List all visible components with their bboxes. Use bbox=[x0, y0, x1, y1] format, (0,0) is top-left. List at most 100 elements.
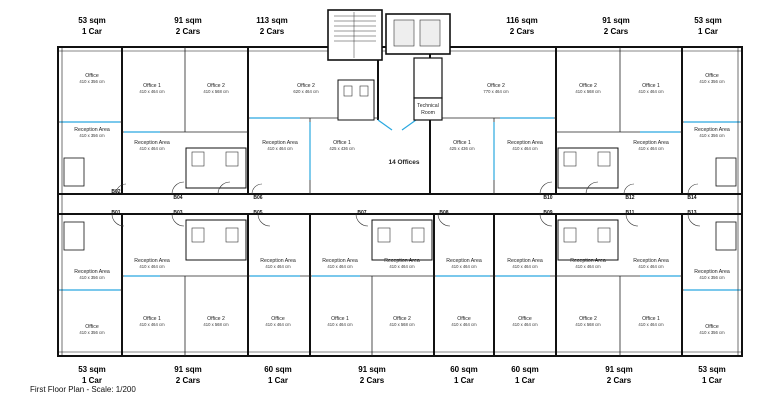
unit-area: 60 sqm bbox=[511, 365, 539, 374]
room-name: Office 2 bbox=[579, 316, 597, 322]
room-name: Office bbox=[271, 316, 285, 322]
room-dim: 410 x 568 cm bbox=[389, 322, 415, 327]
unit-parking: 2 Cars bbox=[607, 376, 632, 385]
room-dim: 410 x 464 cm bbox=[139, 264, 165, 269]
room-dim: 410 x 464 cm bbox=[451, 264, 477, 269]
room-dim: 410 x 464 cm bbox=[638, 146, 664, 151]
room-name: Office 1 bbox=[143, 83, 161, 89]
room-dim: 620 x 464 cm bbox=[293, 89, 319, 94]
door-code: B13 bbox=[687, 210, 696, 216]
room-dim: 410 x 464 cm bbox=[265, 264, 291, 269]
bottom-unit-labels: 53 sqm 1 Car 91 sqm 2 Cars 60 sqm 1 Car … bbox=[78, 365, 726, 385]
door-swings bbox=[111, 181, 701, 227]
stair-well bbox=[327, 9, 383, 61]
unit-parking: 2 Cars bbox=[510, 27, 535, 36]
door-code: B03 bbox=[173, 210, 182, 216]
unit-area: 60 sqm bbox=[450, 365, 478, 374]
door-code: B02 bbox=[111, 189, 120, 195]
room-dim: 410 x 356 cm bbox=[79, 133, 105, 138]
room-name: Reception Area bbox=[507, 140, 543, 146]
glass-partitions bbox=[60, 117, 740, 291]
room-dim: 410 x 464 cm bbox=[139, 146, 165, 151]
unit-parking: 2 Cars bbox=[604, 27, 629, 36]
door-code: B08 bbox=[439, 210, 448, 216]
unit-area: 53 sqm bbox=[698, 365, 726, 374]
unit-area: 116 sqm bbox=[506, 16, 538, 25]
room-name: Reception Area bbox=[633, 258, 669, 264]
room-name: Reception Area bbox=[262, 140, 298, 146]
door-code: B01 bbox=[111, 210, 120, 216]
room-dim: 410 x 464 cm bbox=[512, 264, 538, 269]
room-name: Reception Area bbox=[694, 269, 730, 275]
room-name: Office bbox=[705, 73, 719, 79]
technical-room-label-1: Technical bbox=[417, 103, 439, 109]
room-dim: 410 x 356 cm bbox=[699, 133, 725, 138]
unit-area: 91 sqm bbox=[174, 16, 202, 25]
room-dim: 410 x 356 cm bbox=[699, 79, 725, 84]
top-partitions bbox=[58, 47, 742, 194]
core-wc bbox=[337, 79, 375, 121]
toilet-pods bbox=[63, 147, 737, 261]
unit-parking: 1 Car bbox=[454, 376, 474, 385]
room-name: Office 1 bbox=[331, 316, 349, 322]
room-dim: 410 x 464 cm bbox=[139, 89, 165, 94]
room-name: Office 2 bbox=[297, 83, 315, 89]
room-name: Reception Area bbox=[322, 258, 358, 264]
room-name: Office 1 bbox=[333, 140, 351, 146]
top-unit-labels: 53 sqm 1 Car 91 sqm 2 Cars 113 sqm 2 Car… bbox=[78, 16, 722, 36]
door-code: B05 bbox=[253, 210, 262, 216]
walls bbox=[57, 46, 743, 357]
door-code: B11 bbox=[626, 210, 635, 216]
room-name: Reception Area bbox=[384, 258, 420, 264]
room-name: Reception Area bbox=[134, 258, 170, 264]
room-name: Reception Area bbox=[260, 258, 296, 264]
room-dim: 410 x 568 cm bbox=[203, 89, 229, 94]
unit-parking: 2 Cars bbox=[260, 27, 285, 36]
unit-parking: 1 Car bbox=[82, 376, 102, 385]
room-dim: 410 x 464 cm bbox=[139, 322, 165, 327]
room-name: Office bbox=[518, 316, 532, 322]
room-name: Office 2 bbox=[207, 316, 225, 322]
hall-label: 14 Offices bbox=[388, 159, 419, 166]
unit-area: 91 sqm bbox=[174, 365, 202, 374]
unit-parking: 2 Cars bbox=[176, 27, 201, 36]
room-dim: 410 x 464 cm bbox=[327, 264, 353, 269]
room-dim: 410 x 464 cm bbox=[265, 322, 291, 327]
door-code: B10 bbox=[543, 195, 552, 201]
door-codes-upper: B02 B04 B06 B10 B12 B14 bbox=[111, 189, 696, 201]
unit-area: 91 sqm bbox=[602, 16, 630, 25]
unit-parking: 1 Car bbox=[82, 27, 102, 36]
door-code: B12 bbox=[625, 195, 634, 201]
room-dim: 425 x 436 cm bbox=[449, 146, 475, 151]
room-dim: 410 x 356 cm bbox=[79, 330, 105, 335]
room-dim: 410 x 464 cm bbox=[512, 146, 538, 151]
room-dim: 410 x 464 cm bbox=[638, 89, 664, 94]
room-name: Office bbox=[85, 324, 99, 330]
room-dim: 410 x 568 cm bbox=[203, 322, 229, 327]
room-name: Office 1 bbox=[642, 83, 660, 89]
room-dim: 410 x 464 cm bbox=[389, 264, 415, 269]
room-name: Office 2 bbox=[579, 83, 597, 89]
core: Technical Room 14 Offices bbox=[327, 9, 451, 166]
unit-area: 91 sqm bbox=[358, 365, 386, 374]
room-dim: 410 x 464 cm bbox=[512, 322, 538, 327]
room-dim: 410 x 464 cm bbox=[451, 322, 477, 327]
room-name: Reception Area bbox=[74, 127, 110, 133]
lift-1 bbox=[393, 19, 415, 47]
room-dim: 410 x 464 cm bbox=[575, 264, 601, 269]
room-dim: 410 x 356 cm bbox=[699, 330, 725, 335]
room-dim: 410 x 356 cm bbox=[699, 275, 725, 280]
room-dim: 410 x 568 cm bbox=[575, 322, 601, 327]
unit-area: 53 sqm bbox=[78, 365, 106, 374]
unit-parking: 1 Car bbox=[698, 27, 718, 36]
room-name: Reception Area bbox=[134, 140, 170, 146]
room-dim: 410 x 568 cm bbox=[575, 89, 601, 94]
room-dim: 770 x 464 cm bbox=[483, 89, 509, 94]
unit-area: 53 sqm bbox=[694, 16, 722, 25]
door-code: B09 bbox=[543, 210, 552, 216]
unit-area: 53 sqm bbox=[78, 16, 106, 25]
unit-area: 113 sqm bbox=[256, 16, 288, 25]
room-dim: 410 x 464 cm bbox=[638, 322, 664, 327]
unit-parking: 1 Car bbox=[702, 376, 722, 385]
room-dim: 410 x 464 cm bbox=[327, 322, 353, 327]
